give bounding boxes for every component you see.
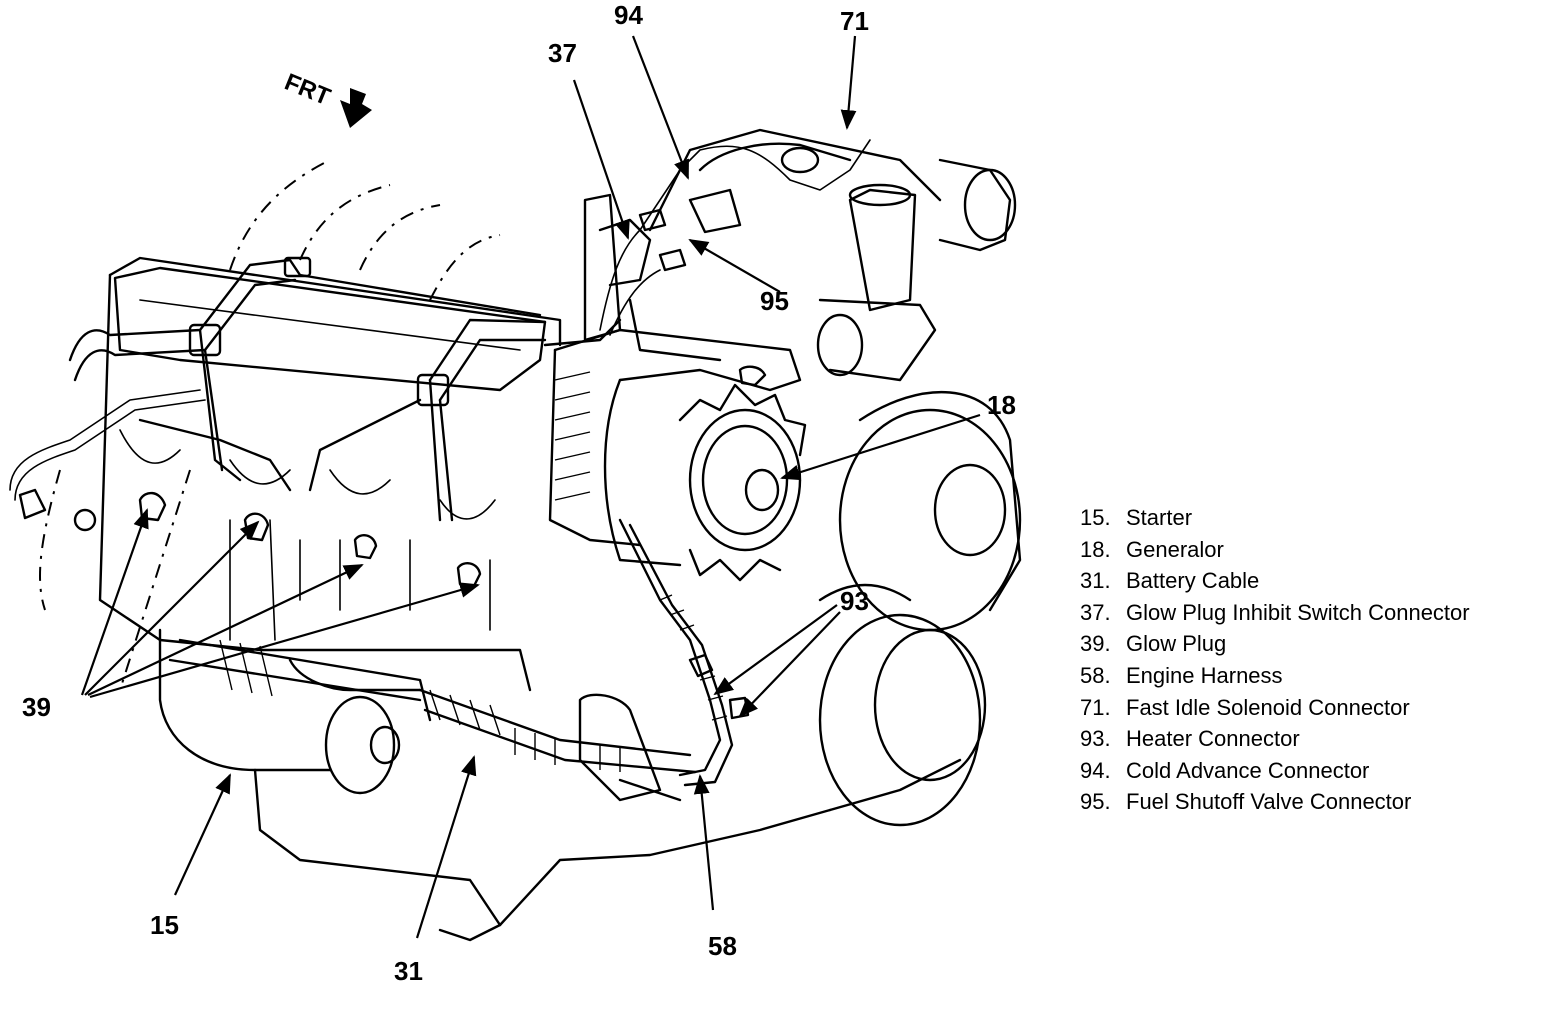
callout-37: 37 [548,38,577,68]
upper-accessories-drawing [583,128,1017,382]
callout-93: 93 [840,586,869,616]
callout-71: 71 [840,6,869,36]
pulleys-drawing [818,390,1022,827]
legend-item: 95.Fuel Shutoff Valve Connector [1080,789,1412,815]
legend-item: 31.Battery Cable [1080,568,1260,594]
legend-item: 93.Heater Connector [1080,726,1300,752]
parts-legend: 15.Starter 18.Generalor 31.Battery Cable… [1080,502,1560,818]
callout-31: 31 [394,956,423,986]
legend-item: 39.Glow Plug [1080,631,1227,657]
engine-block-drawing [39,159,962,942]
legend-item: 94.Cold Advance Connector [1080,757,1370,783]
leader-lines [80,35,981,939]
legend-item: 37.Glow Plug Inhibit Switch Connector [1080,599,1470,625]
callout-15: 15 [150,910,179,940]
legend-item: 71.Fast Idle Solenoid Connector [1080,694,1410,720]
front-orientation-indicator: FRT [281,69,372,128]
callout-95: 95 [760,286,789,316]
legend-item: 15.Starter [1080,505,1193,530]
legend-item: 18.Generalor [1080,536,1224,562]
frt-label: FRT [281,69,335,112]
callout-39: 39 [22,692,51,722]
callout-numbers: 94 71 37 95 18 93 39 15 31 58 [22,0,1016,986]
engine-harness-drawing [543,318,750,787]
callout-58: 58 [708,931,737,961]
frt-arrow-icon [340,88,372,128]
callout-94: 94 [614,0,643,30]
callout-18: 18 [987,390,1016,420]
valve-cover-drawing [9,256,547,588]
starter-drawing [158,628,697,802]
legend-item: 58.Engine Harness [1080,662,1283,688]
